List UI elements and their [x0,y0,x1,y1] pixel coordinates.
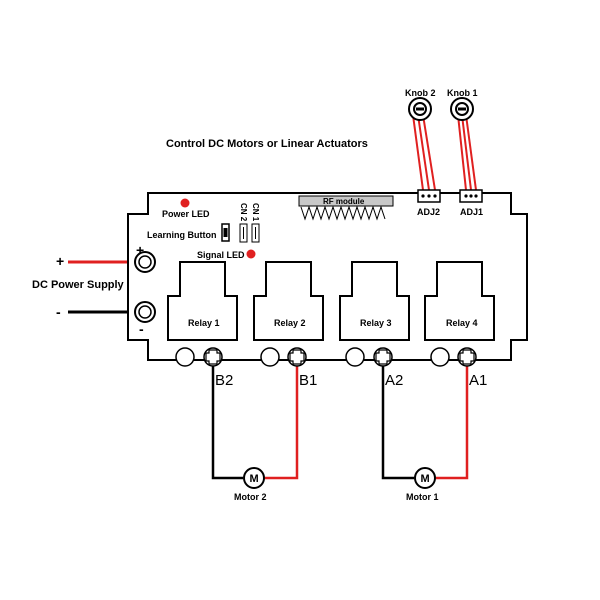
knob2[interactable] [408,97,432,121]
signal-led-label: Signal LED [197,250,245,260]
relay-2-label: Relay 2 [274,318,306,328]
power-led-label: Power LED [162,209,210,219]
mounting-hole [345,347,365,367]
adj1-connector [459,189,483,203]
screw-terminal-b2[interactable] [203,347,223,367]
diagram-title: Control DC Motors or Linear Actuators [166,138,368,150]
signal-led [246,249,256,259]
relay-4-label: Relay 4 [446,318,478,328]
mounting-hole [430,347,450,367]
motor2-wire-red [265,366,299,480]
motor1-wire-black [381,366,414,480]
motor-1: M [414,467,436,489]
power-led [180,198,190,208]
motor-2: M [243,467,265,489]
wire-minus-sign: - [56,304,61,320]
knob1-wires [457,114,477,191]
adj1-label: ADJ1 [460,207,483,217]
screw-terminal-a2[interactable] [373,347,393,367]
screw-terminal-b1[interactable] [287,347,307,367]
relay-1-label: Relay 1 [188,318,220,328]
terminal-label-a2: A2 [385,372,403,389]
relay-1: Relay 1 [167,261,238,341]
power-plus-sign: + [136,242,144,258]
cn1-label: CN 1 [251,203,260,222]
motor1-wire-red [436,366,469,480]
terminal-row [175,347,477,367]
relay-2: Relay 2 [253,261,324,341]
motor-1-label: Motor 1 [406,492,439,502]
knob1[interactable] [450,97,474,121]
power-terminal-negative[interactable] [134,301,156,323]
screw-terminal-a1[interactable] [457,347,477,367]
motor-2-symbol: M [250,473,259,485]
motor-2-label: Motor 2 [234,492,267,502]
cn2-label: CN 2 [239,203,248,222]
motor2-wire-black [211,366,243,480]
mounting-hole [175,347,195,367]
motor-1-symbol: M [421,473,430,485]
knob2-label: Knob 2 [405,88,436,98]
learning-button-label: Learning Button [147,230,217,240]
terminal-label-a1: A1 [469,372,487,389]
power-minus-sign: - [139,321,144,337]
terminal-label-b1: B1 [299,372,317,389]
adj2-label: ADJ2 [417,207,440,217]
adj2-connector [417,189,441,203]
relay-4: Relay 4 [424,261,495,341]
relay-3: Relay 3 [339,261,410,341]
rf-module-label: RF module [323,197,365,206]
wire-plus-sign: + [56,253,64,269]
power-terminal-positive[interactable] [134,251,156,273]
knob1-label: Knob 1 [447,88,478,98]
mounting-hole [260,347,280,367]
terminal-label-b2: B2 [215,372,233,389]
knob2-wires [412,114,436,191]
relay-3-label: Relay 3 [360,318,392,328]
power-supply-label: DC Power Supply [32,279,125,291]
rf-module: RF module [298,195,394,221]
